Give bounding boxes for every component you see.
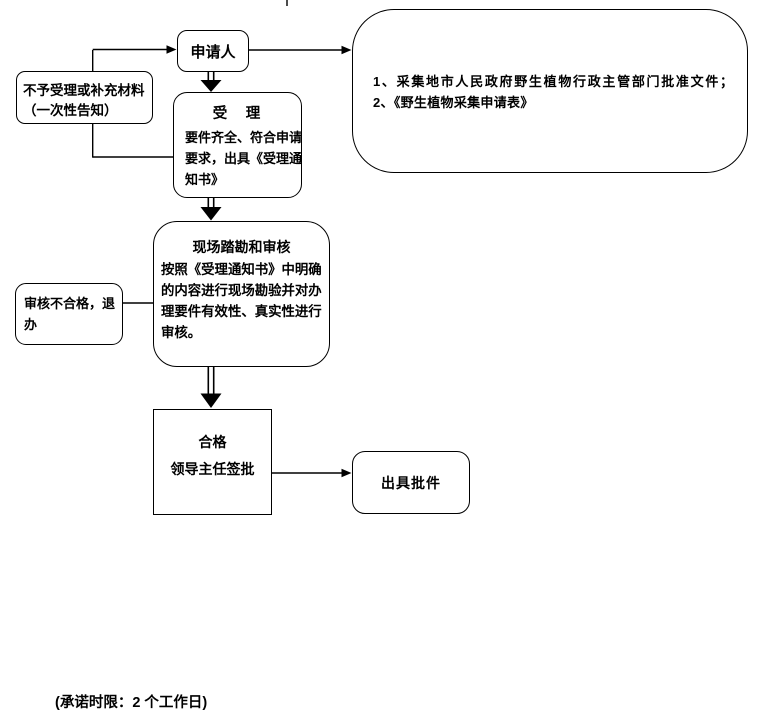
- applicant-to-accept-shaft: [207, 72, 215, 81]
- node-fail-line: 审核不合格，退: [24, 296, 116, 311]
- node-survey-title: 现场踏勘和审核: [192, 239, 291, 255]
- node-materials-line: 2、《野生植物采集申请表》: [373, 95, 534, 110]
- arrowhead-into-issue: [341, 468, 352, 478]
- node-accept-title: 受 理: [212, 106, 263, 122]
- node-applicant: 申请人: [177, 30, 249, 72]
- node-accept: 受 理 要件齐全、符合申请 要求，出具《受理通 知书》: [173, 92, 302, 198]
- survey-to-pass-shaft: [207, 367, 215, 394]
- survey-to-pass-arrowhead: [200, 393, 222, 408]
- node-accept-line: 要件齐全、符合申请: [185, 130, 303, 145]
- node-pass-line: 合格: [198, 434, 227, 450]
- node-survey-line: 按照《受理通知书》中明确: [161, 262, 322, 277]
- node-issue-label: 出具批件: [381, 474, 441, 491]
- node-survey-line: 的内容进行现场勘验并对办: [161, 283, 322, 298]
- node-pass: 合格 领导主任签批: [153, 409, 272, 515]
- node-survey-line: 理要件有效性、真实性进行: [161, 304, 322, 319]
- node-reject-line: 不予受理或补充材料: [23, 83, 145, 98]
- arrowhead-into-materials: [341, 45, 352, 55]
- node-reject-line: （一次性告知）: [23, 103, 118, 118]
- node-issue: 出具批件: [352, 451, 470, 514]
- node-fail: 审核不合格，退 办: [15, 283, 123, 345]
- node-reject: 不予受理或补充材料 （一次性告知）: [16, 71, 153, 124]
- node-applicant-label: 申请人: [190, 43, 236, 61]
- applicant-to-accept-arrowhead: [200, 80, 222, 92]
- arrowhead-into-applicant: [166, 45, 177, 54]
- node-materials-text: 1、采集地市人民政府野生植物行政主管部门批准文件； 2、《野生植物采集申请表》: [373, 71, 735, 113]
- promise-time-caption: (承诺时限：2 个工作日): [55, 695, 208, 711]
- accept-to-survey-shaft: [207, 198, 215, 208]
- node-accept-line: 知书》: [185, 172, 225, 187]
- node-accept-body: 要件齐全、符合申请 要求，出具《受理通 知书》: [185, 127, 303, 190]
- node-survey-line: 审核。: [161, 325, 202, 340]
- node-fail-line: 办: [24, 317, 38, 332]
- node-pass-line: 领导主任签批: [170, 461, 255, 477]
- node-survey-body: 按照《受理通知书》中明确 的内容进行现场勘验并对办 理要件有效性、真实性进行 审…: [161, 259, 329, 343]
- node-materials: 1、采集地市人民政府野生植物行政主管部门批准文件； 2、《野生植物采集申请表》: [352, 9, 748, 173]
- node-accept-line: 要求，出具《受理通: [185, 151, 303, 166]
- node-materials-line: 1、采集地市人民政府野生植物行政主管部门批准文件；: [373, 74, 735, 89]
- node-survey: 现场踏勘和审核 按照《受理通知书》中明确 的内容进行现场勘验并对办 理要件有效性…: [153, 221, 330, 367]
- accept-to-survey-arrowhead: [200, 207, 222, 221]
